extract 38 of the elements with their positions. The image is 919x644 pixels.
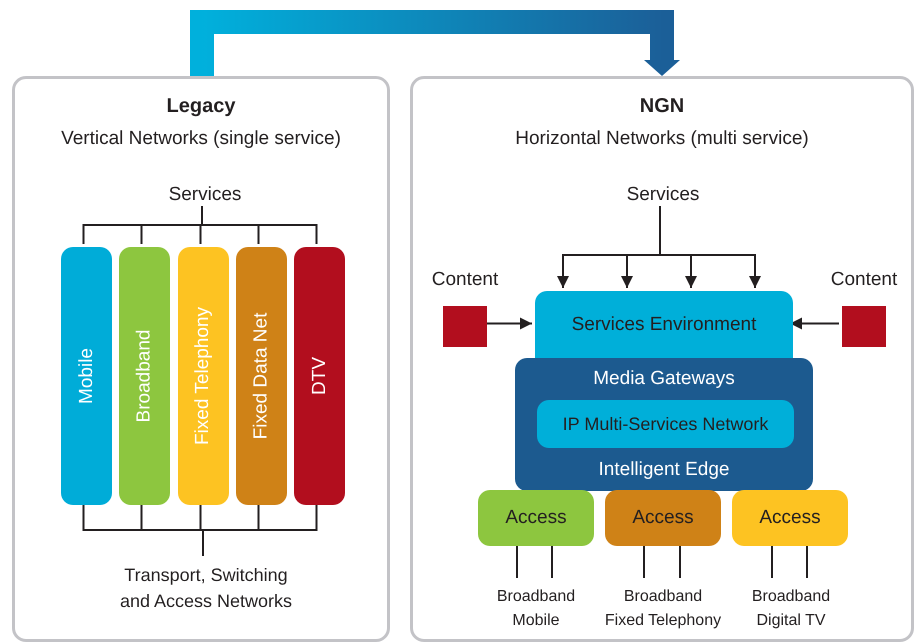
service-column — [294, 247, 345, 505]
column-label: Broadband — [134, 330, 156, 422]
connector — [551, 543, 553, 578]
column-label: Mobile — [76, 348, 98, 404]
text-label: Services — [613, 181, 713, 209]
layer-label: Media Gateways — [592, 368, 736, 390]
text-label: Services — [155, 181, 255, 209]
layer-label: Intelligent Edge — [598, 459, 730, 481]
layer-box: Services Environment — [535, 291, 793, 358]
service-column — [61, 247, 112, 505]
panel-subtitle: Horizontal Networks (multi service) — [515, 128, 809, 150]
connector — [202, 502, 318, 556]
core-network-box — [515, 358, 813, 491]
service-column — [178, 247, 229, 505]
column-label: Fixed Telephony — [192, 306, 214, 446]
text-label: Transport, Switching and Access Networks — [86, 559, 326, 617]
connector — [659, 206, 761, 288]
panel-subtitle: Vertical Networks (single service) — [61, 128, 341, 150]
connector — [771, 543, 773, 578]
column-label: Fixed Data Net — [250, 312, 272, 440]
service-column — [119, 247, 170, 505]
migration-arrow — [190, 10, 680, 76]
connector — [679, 543, 681, 578]
panel-title: Legacy — [166, 95, 236, 118]
column-label: DTV — [308, 357, 330, 395]
connector — [643, 543, 645, 578]
connector — [516, 543, 518, 578]
network-panel — [12, 76, 390, 642]
layer-box: Access — [478, 490, 594, 546]
panel-title: NGN — [640, 95, 684, 118]
network-panel — [410, 76, 914, 642]
content-label: Content — [830, 269, 898, 291]
connector — [806, 543, 808, 578]
service-column — [236, 247, 287, 505]
layer-box: Access — [605, 490, 721, 546]
layer-box: Access — [732, 490, 848, 546]
layer-box: IP Multi-Services Network — [537, 400, 794, 448]
content-label: Content — [432, 269, 498, 291]
